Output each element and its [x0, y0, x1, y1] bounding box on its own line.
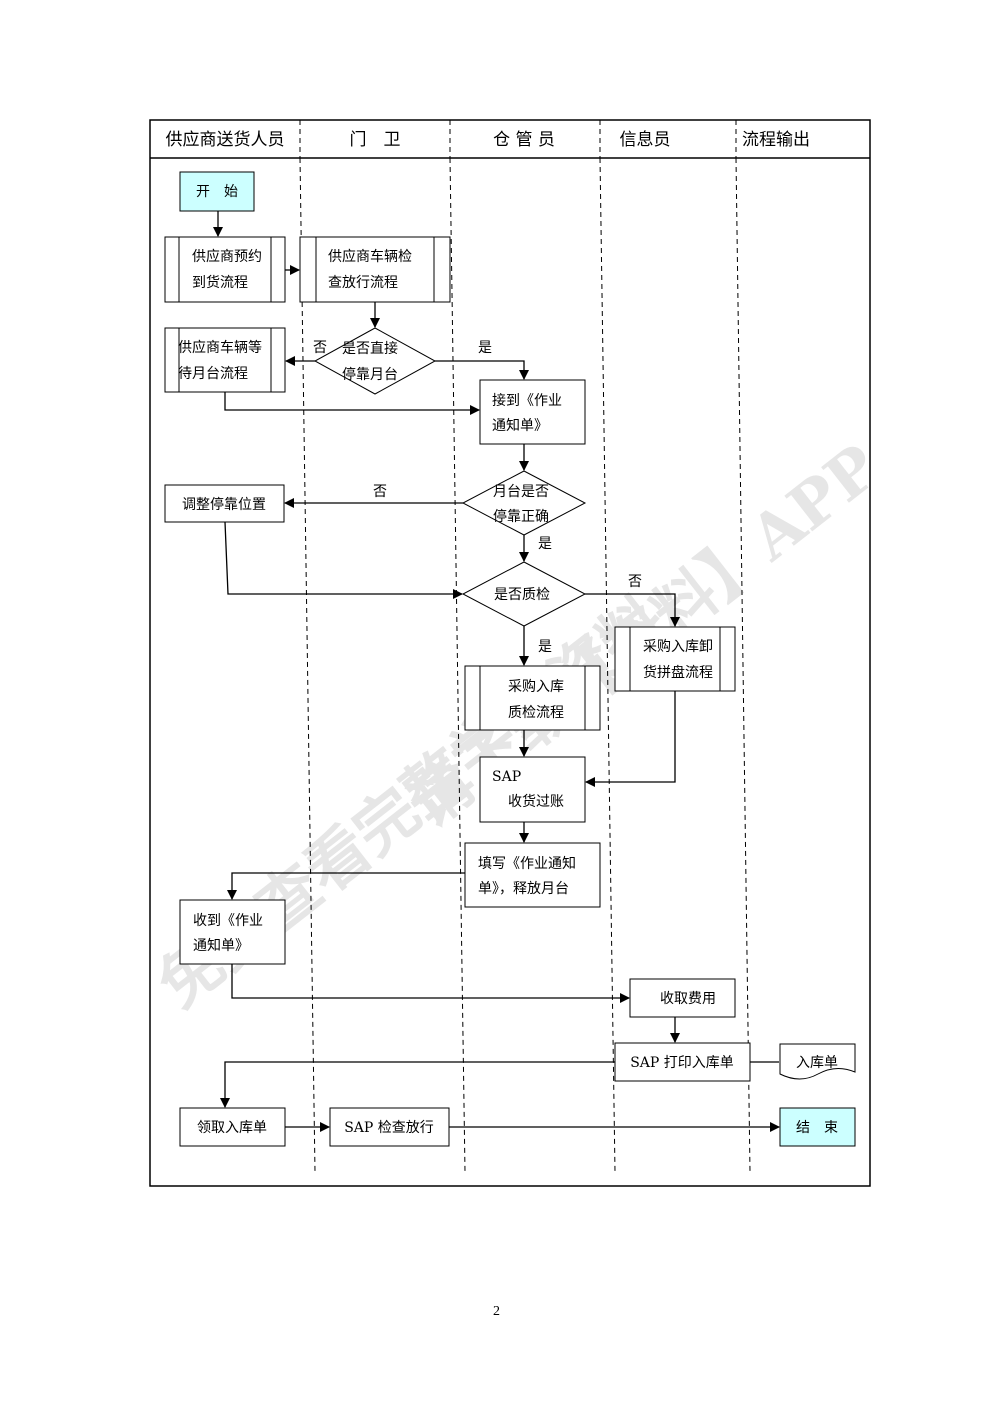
sap-check-release: SAP 检查放行	[329, 1107, 450, 1147]
svg-text:结 束: 结 束	[796, 1120, 838, 1136]
svg-text:收货过账: 收货过账	[508, 793, 564, 810]
svg-text:采购入库: 采购入库	[508, 679, 564, 695]
end-terminal: 结 束	[779, 1107, 856, 1147]
table-frame	[149, 119, 871, 1187]
svg-text:供应商车辆检: 供应商车辆检	[328, 248, 412, 265]
edge-n10-n11	[231, 964, 630, 1003]
svg-text:调整停靠位置: 调整停靠位置	[182, 496, 266, 513]
edge-n5-d3	[224, 521, 463, 599]
connectors	[213, 211, 780, 1132]
svg-text:供应商车辆等: 供应商车辆等	[178, 339, 262, 356]
vehicle-inspection-process: 供应商车辆检 查放行流程	[299, 236, 451, 303]
receipt-document: 入库单	[779, 1043, 856, 1080]
svg-text:到货流程: 到货流程	[192, 274, 248, 291]
label-no-d3: 否	[628, 574, 642, 590]
fill-notice-release-dock: 填写《作业通知 单》，释放月台	[464, 842, 601, 908]
supplier-booking-process: 供应商预约 到货流程	[164, 236, 286, 303]
label-no-d2: 否	[373, 484, 387, 500]
receive-notice-supplier: 收到《作业 通知单》	[179, 899, 286, 965]
label-no-d1: 否	[313, 340, 327, 356]
edge-d3-n6	[585, 593, 680, 627]
edge-n9-n10	[227, 872, 465, 900]
decision-dock-correct: 月台是否 停靠正确	[461, 470, 587, 536]
decision-direct-docking: 是否直接 停靠月台	[313, 327, 437, 395]
sap-print-receipt: SAP 打印入库单	[614, 1042, 751, 1082]
svg-text:入库单: 入库单	[796, 1055, 838, 1071]
svg-text:待月台流程: 待月台流程	[178, 366, 248, 382]
svg-text:接到《作业: 接到《作业	[492, 392, 562, 409]
quality-inspection-process: 采购入库 质检流程	[464, 665, 601, 731]
lane-header-supplier: 供应商送货人员	[166, 130, 285, 150]
svg-text:通知单》: 通知单》	[193, 937, 249, 954]
vehicle-wait-process: 供应商车辆等 待月台流程	[164, 327, 286, 393]
svg-text:领取入库单: 领取入库单	[197, 1120, 267, 1136]
svg-text:是否质检: 是否质检	[494, 587, 550, 603]
svg-text:供应商预约: 供应商预约	[192, 248, 262, 265]
lane-header-guard: 门 卫	[350, 130, 401, 150]
page-number: 2	[493, 1304, 500, 1319]
svg-text:单》，释放月台: 单》，释放月台	[478, 881, 569, 897]
decision-quality-check: 是否质检	[461, 561, 587, 627]
svg-text:SAP: SAP	[492, 769, 521, 785]
label-yes-d2: 是	[538, 536, 552, 552]
svg-text:填写《作业通知: 填写《作业通知	[478, 855, 576, 872]
edge-n12-n13	[220, 1061, 615, 1108]
svg-text:月台是否: 月台是否	[493, 484, 549, 500]
svg-text:采购入库卸: 采购入库卸	[643, 639, 713, 655]
svg-text:开 始: 开 始	[196, 184, 238, 200]
unload-palletize-process: 采购入库卸 货拼盘流程	[614, 626, 736, 692]
svg-text:收到《作业: 收到《作业	[193, 913, 263, 929]
receive-work-notice: 接到《作业 通知单》	[479, 379, 586, 445]
svg-text:收取费用: 收取费用	[660, 991, 716, 1007]
collect-fee: 收取费用	[629, 978, 736, 1018]
svg-text:SAP 检查放行: SAP 检查放行	[344, 1120, 434, 1136]
svg-text:停靠月台: 停靠月台	[342, 366, 398, 383]
start-terminal: 开 始	[179, 171, 255, 212]
edge-n6-n8	[585, 691, 676, 787]
svg-text:是否直接: 是否直接	[342, 340, 398, 357]
svg-text:停靠正确: 停靠正确	[493, 508, 549, 525]
svg-text:通知单》: 通知单》	[492, 417, 548, 434]
pick-up-receipt: 领取入库单	[179, 1107, 286, 1147]
label-yes-d1: 是	[478, 340, 492, 356]
lane-dividers	[299, 120, 751, 1173]
svg-text:查放行流程: 查放行流程	[328, 275, 398, 291]
lane-header-warehouse: 仓 管 员	[493, 130, 555, 150]
svg-text:SAP 打印入库单: SAP 打印入库单	[630, 1054, 734, 1071]
label-yes-d3: 是	[538, 639, 552, 655]
lane-header-output: 流程输出	[742, 130, 810, 150]
adjust-docking-position: 调整停靠位置	[164, 484, 285, 523]
edge-d1-n4	[435, 360, 529, 380]
svg-text:货拼盘流程: 货拼盘流程	[643, 664, 713, 681]
edge-n3-n4	[224, 392, 480, 415]
lane-header-info: 信息员	[620, 130, 671, 150]
svg-text:质检流程: 质检流程	[508, 705, 564, 721]
sap-goods-receipt: SAP 收货过账	[479, 756, 586, 823]
